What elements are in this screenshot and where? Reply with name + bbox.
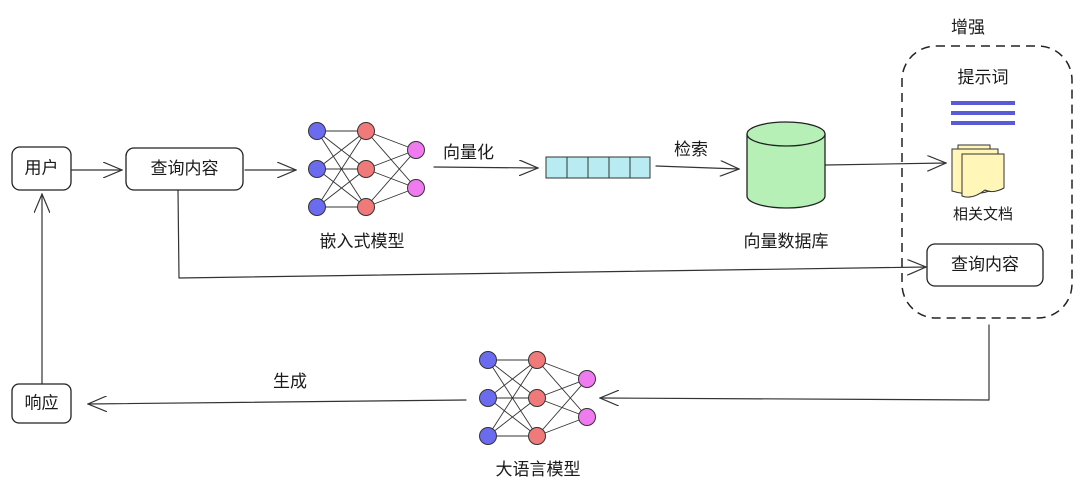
query-augmented-label: 查询内容 (951, 255, 1019, 275)
query-label: 查询内容 (151, 159, 219, 179)
embedding-model-icon (308, 122, 425, 216)
user-label: 用户 (25, 159, 59, 179)
nn-connection (316, 130, 367, 170)
input-node (479, 351, 497, 369)
output-node (578, 408, 596, 426)
nn-connection (316, 130, 367, 208)
database-icon (746, 121, 826, 209)
hidden-node (528, 389, 546, 407)
edge-query-to-augment (177, 189, 926, 279)
output-node (578, 370, 596, 388)
augment-label: 增强 (951, 18, 985, 38)
llm-label: 大语言模型 (496, 460, 581, 480)
edge-vectorize (433, 167, 538, 168)
output-node (407, 141, 425, 159)
generate-label: 生成 (273, 372, 307, 392)
input-node (308, 160, 326, 178)
embedding-model-label: 嵌入式模型 (320, 232, 405, 252)
user-node: 用户 (11, 146, 72, 191)
edge-generate (88, 400, 467, 404)
hidden-node (528, 427, 546, 445)
augment-group (901, 45, 1073, 319)
edge-retrieve (655, 166, 739, 169)
vectorize-label: 向量化 (443, 143, 494, 163)
vector-db-label: 向量数据库 (744, 232, 829, 252)
vector-icon (545, 156, 651, 179)
query-augmented-node: 查询内容 (926, 243, 1044, 287)
input-node (479, 389, 497, 407)
documents-icon (951, 144, 1005, 198)
prompt-label: 提示词 (958, 68, 1009, 88)
response-node: 响应 (11, 383, 72, 424)
hidden-node (357, 160, 375, 178)
input-node (479, 427, 497, 445)
nn-connection (536, 378, 588, 437)
response-label: 响应 (25, 394, 59, 414)
hidden-node (357, 122, 375, 140)
nn-connection (365, 149, 417, 208)
input-node (308, 122, 326, 140)
related-docs-label: 相关文档 (953, 205, 1013, 223)
nn-connection (487, 397, 538, 437)
query-node: 查询内容 (125, 147, 244, 191)
nn-connection (316, 168, 367, 208)
edge-augment-to-llm (600, 324, 990, 400)
hidden-node (357, 198, 375, 216)
nn-connection (487, 359, 538, 437)
hidden-node (528, 351, 546, 369)
prompt-icon (951, 101, 1015, 125)
input-node (308, 198, 326, 216)
retrieve-label: 检索 (674, 140, 708, 160)
edge-db-to-docs (825, 163, 946, 165)
llm-icon (479, 351, 596, 445)
output-node (407, 179, 425, 197)
nn-connection (487, 359, 538, 399)
